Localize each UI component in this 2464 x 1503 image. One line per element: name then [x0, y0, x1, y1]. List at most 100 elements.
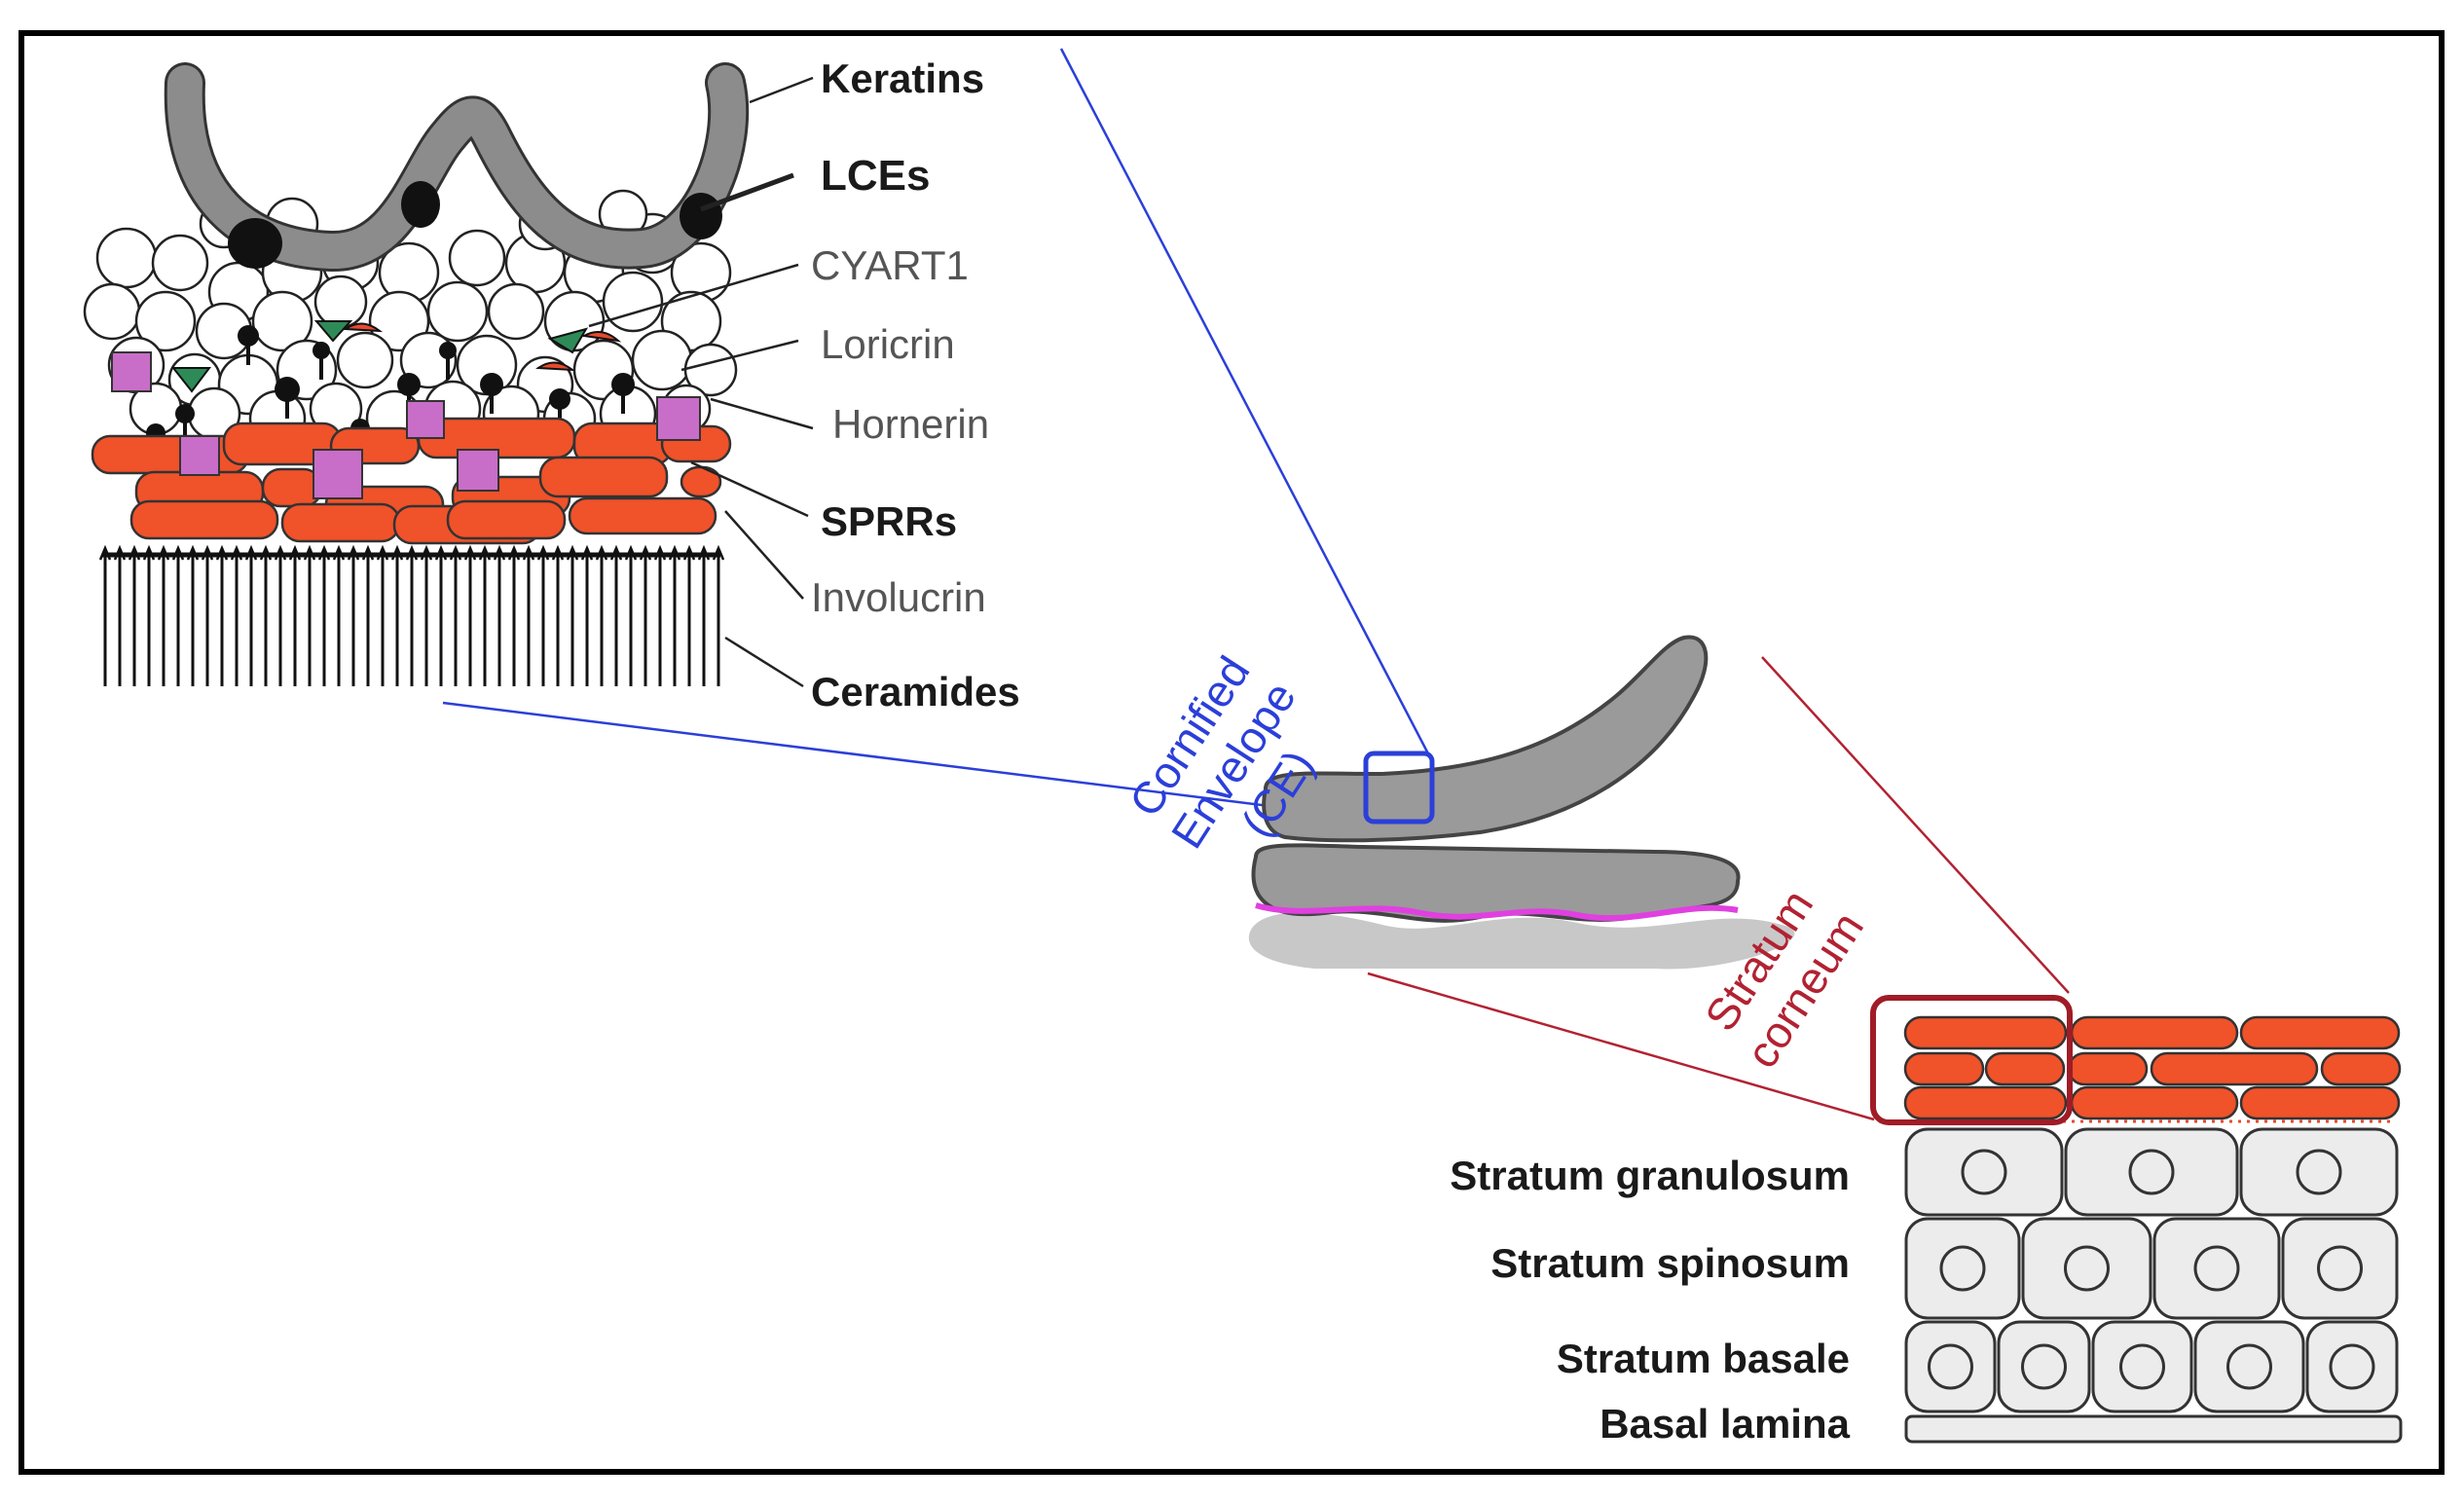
sc-callout-line-bottom — [1367, 971, 1875, 1121]
cyart1-triangle — [547, 327, 589, 354]
leader-cyart1 — [588, 263, 799, 328]
ceramide-head — [98, 544, 112, 561]
label-loricrin: Loricrin — [821, 321, 955, 367]
loricrin-sphere — [95, 227, 158, 289]
sprr-capsules — [91, 417, 732, 545]
corneum-brick — [1984, 1051, 2066, 1086]
cell-nucleus — [2317, 1245, 2363, 1292]
sc-zoom-box — [1870, 995, 2073, 1125]
ceramide-head — [244, 544, 258, 561]
ceramide-head — [536, 544, 550, 561]
ceramide-head — [274, 544, 287, 561]
basal-lamina-band — [1904, 1414, 2403, 1444]
sc-callout-lines — [1367, 656, 2070, 1121]
ce-callout-line-top — [1059, 48, 1433, 760]
ceramide-head — [390, 544, 404, 561]
ceramide-head — [186, 544, 200, 561]
ceramide-head — [595, 544, 608, 561]
ceramide-head — [507, 544, 521, 561]
ceramide-head — [288, 544, 302, 561]
ceramide-head — [668, 544, 681, 561]
ceramide-head — [347, 544, 360, 561]
ceramide-head — [639, 544, 652, 561]
loricrin-sphere — [426, 280, 489, 343]
cell-nucleus — [1939, 1245, 1986, 1292]
ceramide-head — [580, 544, 594, 561]
ceramide-head — [478, 544, 492, 561]
loricrin-sphere — [83, 282, 141, 341]
cyart1-triangle — [313, 320, 353, 343]
anchor-dot — [680, 193, 722, 239]
label-ceramides: Ceramides — [811, 669, 1020, 715]
cyart1-markers — [170, 320, 589, 393]
cell-nucleus — [2128, 1149, 2175, 1195]
corneum-brick — [2150, 1051, 2319, 1086]
loricrin-sphere — [251, 290, 313, 352]
involucrin-square — [179, 435, 220, 476]
leader-loricrin — [680, 339, 799, 372]
cell-nucleus — [2329, 1343, 2375, 1390]
ceramide-head — [682, 544, 696, 561]
leader-lces — [700, 172, 794, 212]
lipid-layer-line — [1255, 902, 1739, 922]
involucrin-square — [406, 400, 445, 439]
cell-nucleus — [1961, 1149, 2007, 1195]
sprr-capsule — [538, 456, 669, 498]
cell-nucleus — [2193, 1245, 2240, 1292]
label-granulosum: Stratum granulosum — [1450, 1153, 1850, 1198]
corneocytes — [1248, 635, 1795, 970]
sprr-capsule — [129, 499, 279, 540]
cell-nucleus — [2064, 1245, 2110, 1292]
ceramide-head — [376, 544, 389, 561]
ceramide-head — [157, 544, 170, 561]
ceramide-head — [230, 544, 243, 561]
epidermis-layers — [1870, 995, 2403, 1444]
corneum-brick — [1903, 1085, 2068, 1120]
ceramide-head — [653, 544, 667, 561]
ceramide-head — [201, 544, 214, 561]
corneocyte-lower-shadow — [1248, 912, 1795, 970]
ceramides-comb — [98, 544, 725, 686]
loricrin-sphere — [487, 282, 545, 341]
corneum-brick — [2067, 1051, 2149, 1086]
cell-nucleus — [2226, 1343, 2272, 1390]
corneum-brick — [2239, 1085, 2401, 1120]
ceramide-head — [522, 544, 535, 561]
cornified-envelope-detail — [83, 62, 750, 686]
ceramide-head — [113, 544, 127, 561]
label-cyart1: CYART1 — [811, 242, 969, 288]
ceramide-head — [493, 544, 506, 561]
cell-nucleus — [2021, 1343, 2067, 1390]
ceramide-head — [303, 544, 316, 561]
sc-callout-line-top — [1761, 656, 2070, 994]
hornerin-markers — [343, 322, 622, 372]
corneum-brick — [2070, 1085, 2239, 1120]
ceramide-head — [317, 544, 331, 561]
sprr-capsule — [680, 465, 722, 498]
label-leaders — [588, 76, 814, 688]
ce-callout-lines — [442, 48, 1433, 820]
loricrin-sphere — [631, 329, 693, 391]
ceramide-head — [449, 544, 462, 561]
loricrin-sphere — [134, 290, 197, 352]
label-hornerin: Hornerin — [832, 401, 989, 447]
cyart1-triangle — [170, 367, 211, 393]
leader-sprrs — [690, 460, 809, 518]
ceramide-head — [697, 544, 711, 561]
cell-nucleus — [1928, 1343, 1973, 1390]
leader-keratins — [749, 76, 814, 104]
ceramide-head — [171, 544, 185, 561]
corneum-brick — [2070, 1015, 2239, 1050]
epidermis-cells — [1904, 1127, 2399, 1413]
involucrin-square — [656, 396, 701, 441]
cell-nucleus — [2296, 1149, 2342, 1195]
ceramide-head — [624, 544, 638, 561]
protein-labels: Keratins LCEs CYART1 Loricrin Hornerin S… — [811, 55, 1020, 715]
loricrin-sphere — [448, 229, 506, 287]
loricrin-sphere — [602, 271, 664, 333]
label-involucrin: Involucrin — [811, 574, 986, 620]
leader-involucrin — [724, 510, 804, 600]
anchor-dot — [401, 181, 440, 228]
involucrin-squares — [111, 351, 701, 499]
